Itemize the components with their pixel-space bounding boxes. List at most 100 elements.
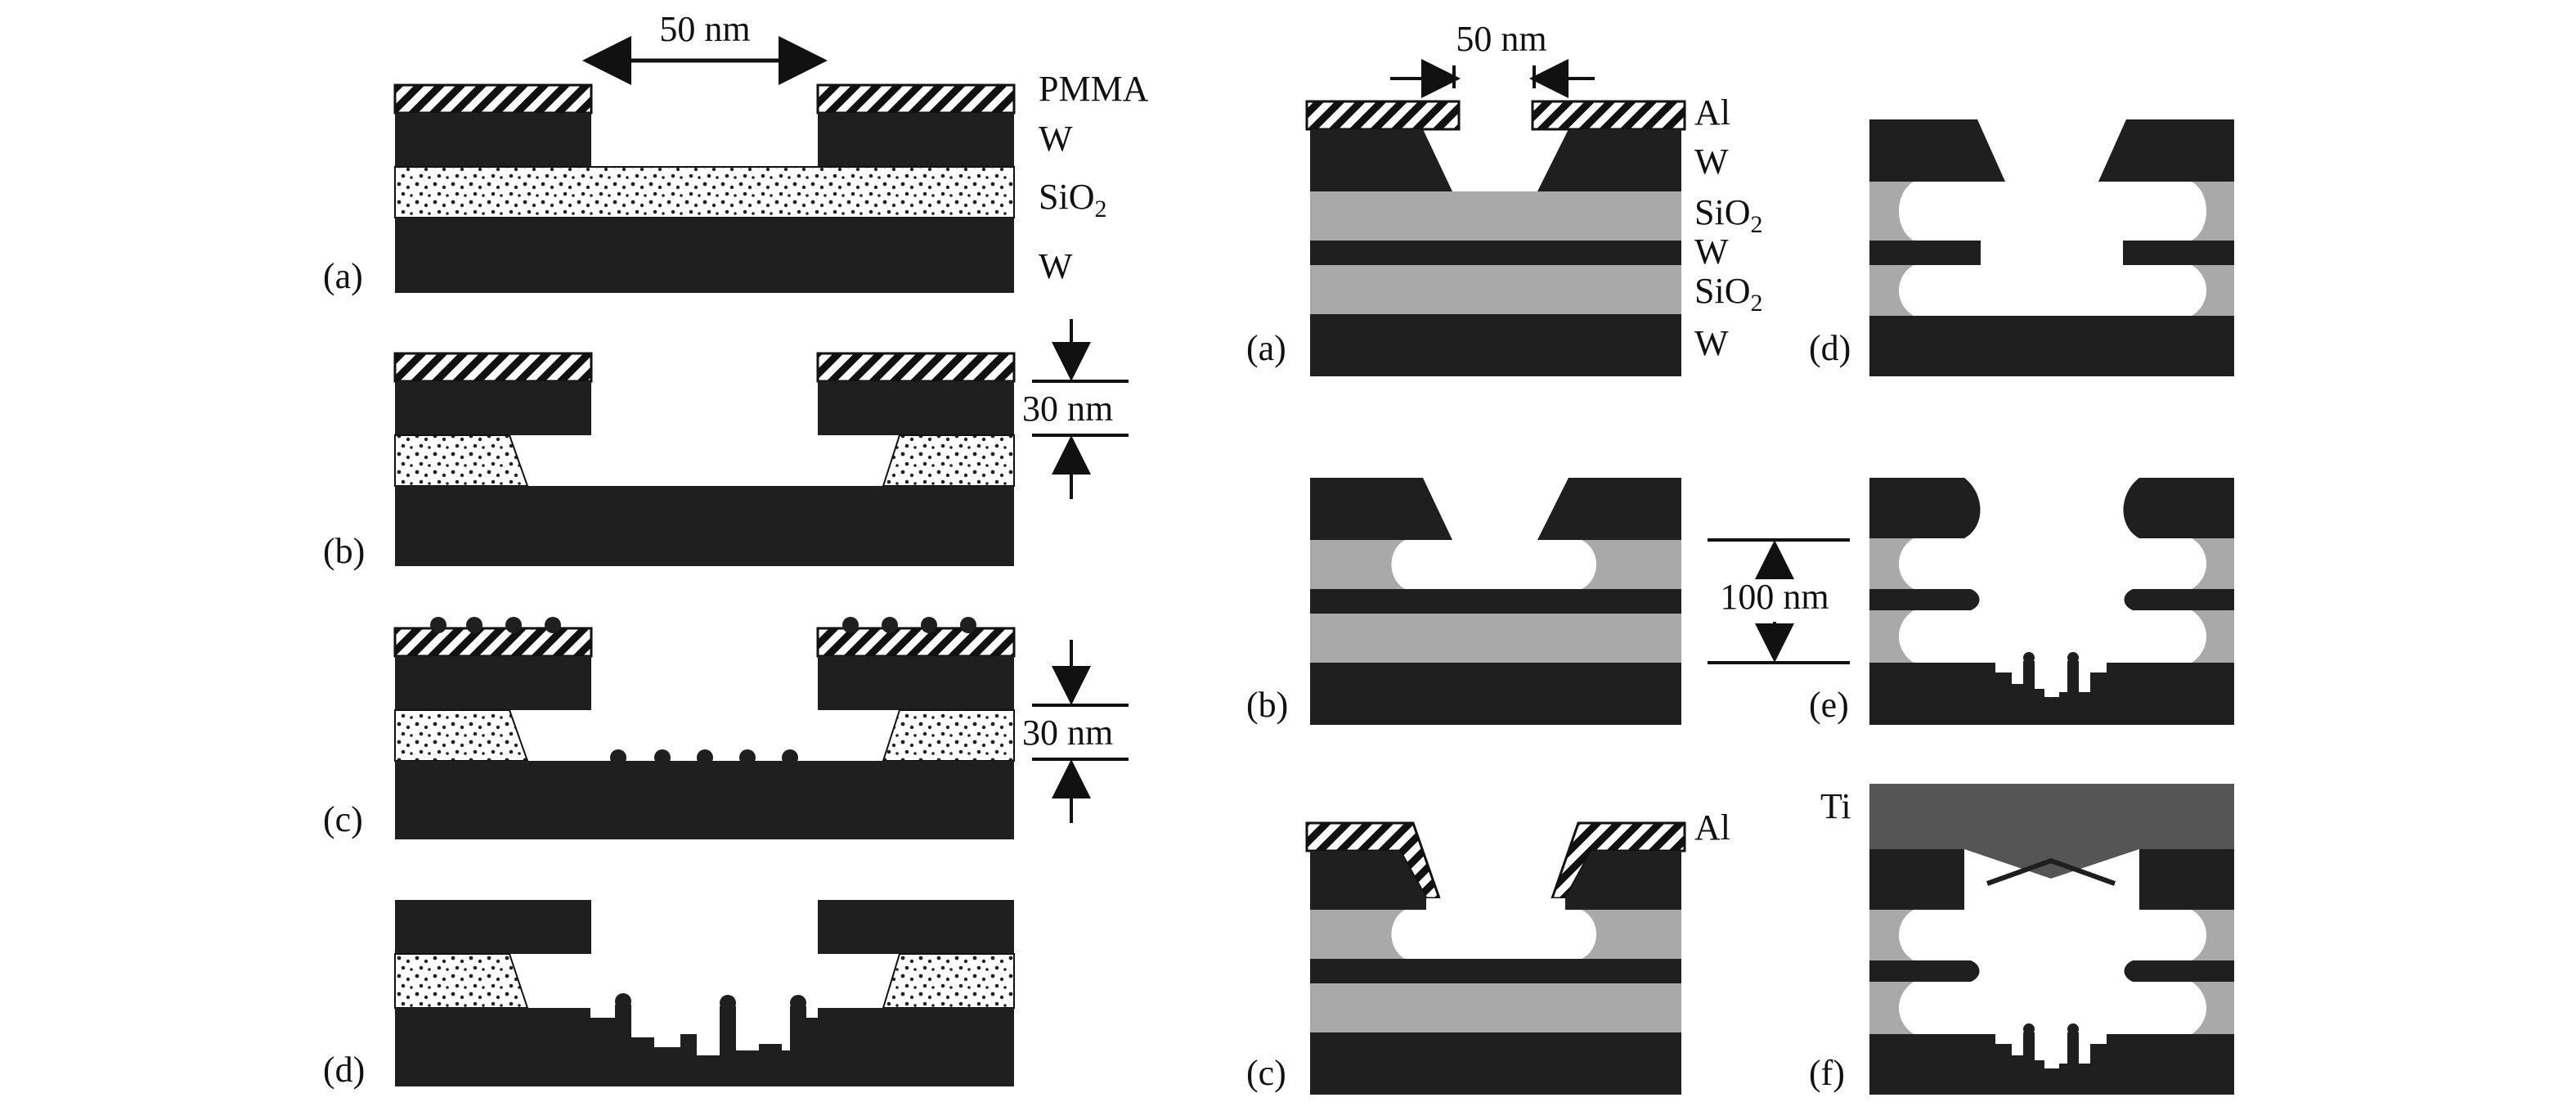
cavity-2 (1899, 610, 2206, 663)
w3-label: W (1694, 323, 1729, 363)
ti-layer (1869, 784, 2234, 879)
sio2-remnant-right (882, 953, 1015, 1009)
w-layer-2 (1310, 241, 1681, 265)
cavity-1 (1899, 910, 2206, 960)
left-panel-b: 30 nm (b) (323, 319, 1129, 571)
sio2-remnant-left (394, 953, 529, 1009)
sio2-2-label: SiO2 (1694, 271, 1762, 317)
w-layer-right (818, 900, 1014, 954)
w-layer-1-left (1310, 851, 1426, 910)
pmma-layer-left (393, 83, 593, 115)
w-layer-2-right (2124, 960, 2234, 982)
w-layer-2 (1310, 589, 1681, 614)
w-substrate-with-nanopillars (1869, 661, 2234, 725)
ti-label: Ti (1820, 786, 1851, 826)
panel-label-c: (c) (1246, 1053, 1286, 1093)
w-substrate (395, 218, 1014, 293)
w-substrate (395, 486, 1014, 566)
sio2-remnant-left (394, 434, 529, 487)
al-label: Al (1694, 92, 1730, 133)
panel-label-b: (b) (1246, 685, 1288, 725)
right-panel-c: Al (c) (1246, 807, 1730, 1095)
panel-label-b: (b) (323, 531, 365, 571)
pmma-layer-right (816, 352, 1016, 383)
panel-label-e: (e) (1809, 685, 1849, 725)
cavity-1 (1899, 538, 2206, 589)
sio2-remnant-right (882, 434, 1015, 487)
w-layer-1-left (1869, 849, 1981, 910)
gap-dimension-label: 30 nm (1022, 713, 1113, 753)
w-substrate (1310, 314, 1681, 376)
al-mask-left (1305, 100, 1461, 131)
sio2-layer-1 (1310, 191, 1681, 241)
w-layer-right (818, 113, 1014, 167)
sio2-layer-2 (1310, 983, 1681, 1032)
sio2-remnant-left (394, 709, 529, 762)
left-panel-c: 30 nm (c) (323, 617, 1129, 839)
right-panel-d: (d) (1809, 119, 2234, 376)
w-bottom-label: W (1039, 246, 1073, 286)
w-layer-2-left (1869, 589, 1980, 610)
w-layer-2 (1310, 959, 1681, 983)
catalyst-tips (2023, 1023, 2079, 1035)
w-layer-left (395, 113, 591, 167)
right-panel-b: 100 nm (b) (1246, 478, 1850, 725)
opening (1426, 898, 1565, 911)
w-layer-1 (1310, 478, 1681, 542)
ti-tent-edge (1986, 857, 2116, 886)
w-layer-1-right (2098, 119, 2234, 182)
undercut-cavity (1391, 540, 1596, 589)
panel-label-c: (c) (323, 799, 363, 839)
w-layer-1-left (1869, 478, 1981, 538)
cavity-2 (1899, 982, 2206, 1034)
right-panel-a: 50 nm Al W SiO2 W SiO2 W (a) (1246, 19, 1762, 376)
w-layer-2-right (2124, 589, 2234, 610)
w2-label: W (1694, 232, 1729, 272)
panel-label-a: (a) (1246, 328, 1286, 368)
w-layer-1-right (1565, 851, 1681, 910)
panel-label-d: (d) (323, 1050, 365, 1090)
sio2-layer-2 (1310, 265, 1681, 314)
depth-dimension-label: 100 nm (1720, 577, 1829, 617)
sio2-1-label: SiO2 (1694, 192, 1762, 238)
gap-dimension-label: 30 nm (1022, 389, 1113, 429)
pmma-layer-left (393, 627, 593, 658)
w1-label: W (1694, 142, 1729, 182)
sio2-layer (394, 166, 1015, 218)
top-dimension-label: 50 nm (659, 9, 750, 49)
catalyst-tips (2023, 652, 2079, 663)
pmma-layer-left (393, 352, 593, 383)
w-substrate-with-nanopillars (395, 1005, 1014, 1086)
top-dimension-label: 50 nm (1456, 19, 1546, 59)
w-substrate (1310, 663, 1681, 725)
panel-label-a: (a) (323, 256, 363, 296)
panel-label-f: (f) (1809, 1053, 1845, 1093)
catalyst-tips (615, 993, 806, 1011)
cavity-2 (1899, 265, 2206, 316)
w-substrate (1869, 316, 2234, 376)
w-layer-1-left (1869, 119, 2005, 182)
pmma-label: PMMA (1039, 69, 1149, 109)
w-layer-1-right (2123, 478, 2234, 538)
panel-label-d: (d) (1809, 328, 1851, 368)
w-layer-left (395, 381, 591, 435)
w-layer-right (818, 656, 1014, 710)
w-substrate-with-nanopillars (1869, 1032, 2234, 1095)
right-panel-f: Ti (f) (1809, 784, 2234, 1095)
left-panel-d: (d) (323, 900, 1015, 1090)
undercut-cavity (1391, 910, 1596, 959)
w-layer-right (818, 381, 1014, 435)
sio2-layer-2 (1310, 614, 1681, 663)
w-layer-2-left (1869, 241, 1981, 265)
cavity-1 (1899, 182, 2206, 241)
right-panel-e: (e) (1809, 478, 2234, 725)
w-layer-2-left (1869, 960, 1980, 982)
sio2-label: SiO2 (1039, 177, 1106, 223)
opening-2 (1981, 241, 2123, 265)
sio2-remnant-right (882, 709, 1015, 762)
w-layer-1-right (2123, 849, 2234, 910)
catalyst-particles-on-pmma (430, 617, 976, 633)
w-layer-left (395, 656, 591, 710)
